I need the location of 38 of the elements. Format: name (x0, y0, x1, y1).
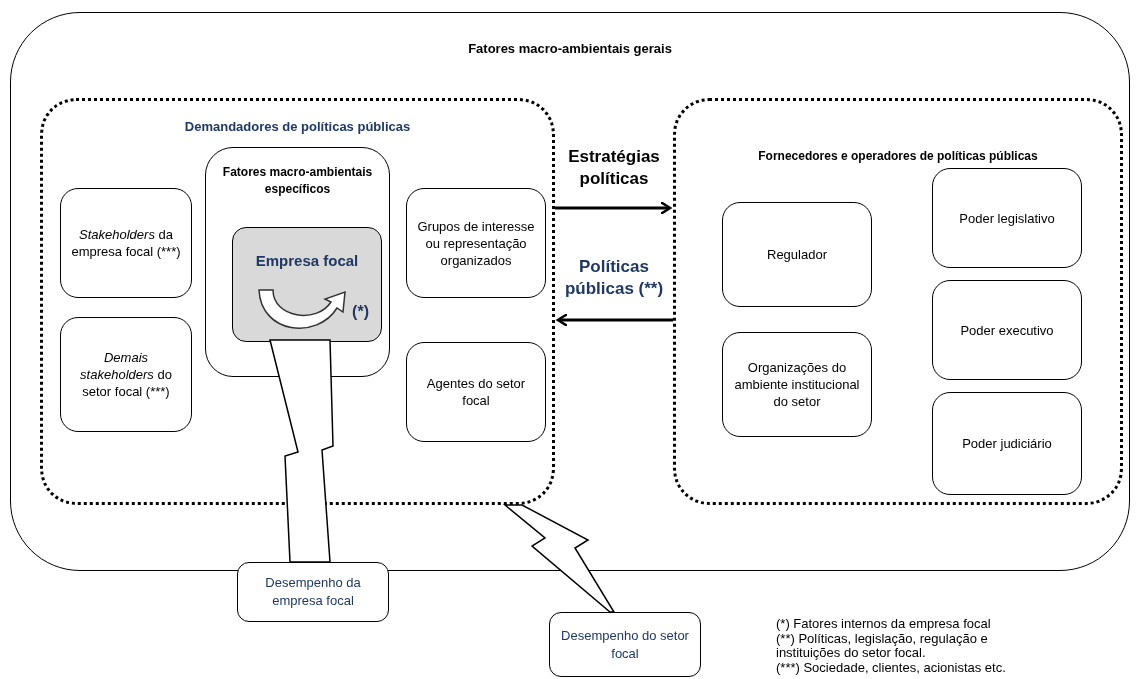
outcome-box (237, 562, 389, 622)
node-text: Stakeholders da empresa focal (***) (70, 226, 182, 260)
outcome-box (549, 612, 701, 677)
actor-box (406, 342, 546, 442)
arrow (555, 200, 672, 216)
arrow (556, 312, 673, 328)
actor-box (60, 188, 192, 298)
focal-company-box (232, 227, 382, 342)
node-text: Poder judiciário (962, 435, 1052, 452)
node-text: Fornecedores e operadores de políticas públicas (757, 148, 1039, 165)
actor-box (406, 188, 546, 298)
node-text: Empresa focal (254, 251, 360, 271)
node-text: Agentes do setor focal (425, 375, 527, 409)
node-text: Organizações do ambiente institucional do setor (733, 359, 861, 410)
footnote: (*) Fatores internos da empresa focal (776, 617, 992, 632)
node-text: Regulador (767, 246, 827, 263)
node-text: Poder legislativo (959, 209, 1055, 227)
actor-box (722, 202, 872, 307)
actor-box (932, 280, 1082, 380)
node-text: Demandadores de políticas públicas (183, 118, 412, 136)
footnote: (**) Políticas, legislação, regulação e instituições do setor focal. (776, 631, 989, 661)
context-box (205, 147, 390, 377)
node-text: Demais stakeholders do setor focal (***) (79, 349, 173, 400)
actor-box (722, 332, 872, 437)
environment-frame (10, 12, 1130, 571)
lightning-bolt (269, 339, 334, 563)
node-text: Grupos de interesse ou representação organizados (416, 217, 536, 269)
actor-box (60, 317, 192, 432)
node-text: Fatores macro-ambientais específicos (222, 164, 373, 198)
footnote: (***) Sociedade, clientes, acionistas etc. (776, 660, 1007, 675)
actor-box (932, 392, 1082, 495)
node-text: Fatores macro-ambientais gerais (467, 40, 673, 58)
node-text: Desempenho do setor focal (560, 626, 690, 663)
actor-box (932, 168, 1082, 268)
lightning-bolt (502, 504, 616, 613)
node-text: Poder executivo (960, 321, 1054, 339)
footnote-mark: (*) (352, 302, 369, 322)
node-text: Desempenho da empresa focal (264, 574, 362, 610)
